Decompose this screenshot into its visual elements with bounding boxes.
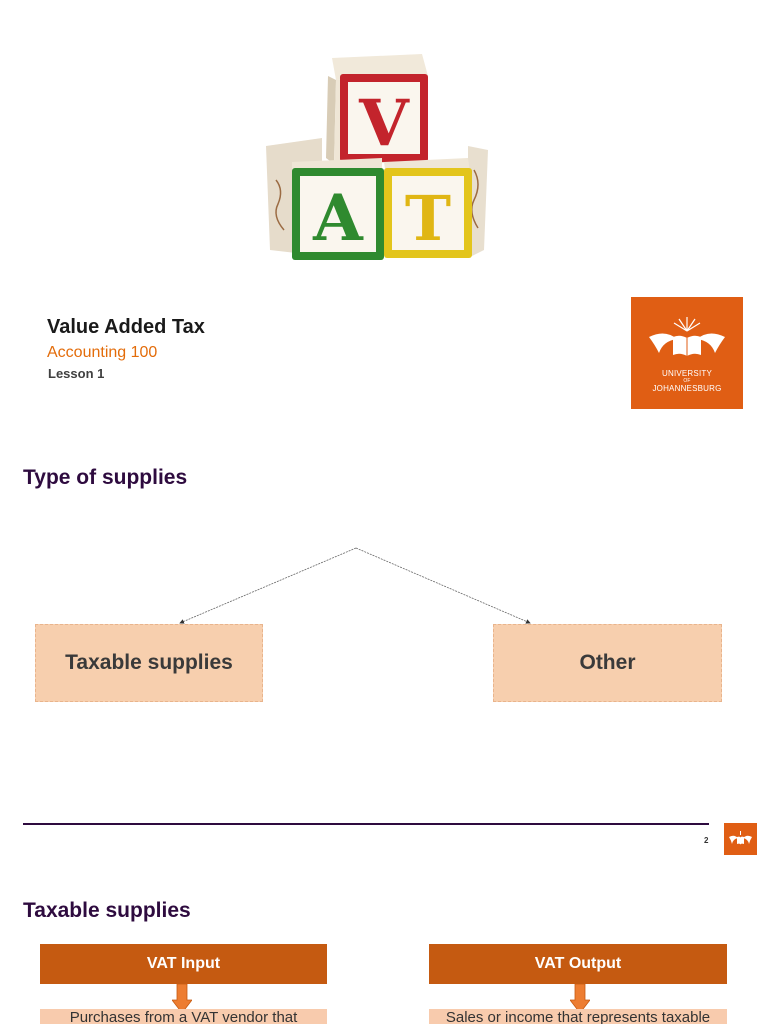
uj-emblem-icon bbox=[649, 317, 725, 356]
course-subtitle: Accounting 100 bbox=[47, 344, 158, 361]
taxable-supplies-label: Taxable supplies bbox=[65, 651, 233, 674]
block-letter-t: T bbox=[405, 182, 451, 255]
vat-input-description: Purchases from a VAT vendor that bbox=[40, 1009, 327, 1024]
slide-footer-divider bbox=[23, 823, 709, 825]
connector-right bbox=[355, 547, 531, 624]
vat-output-down-arrow-icon bbox=[570, 984, 590, 1014]
branch-connectors bbox=[179, 547, 531, 624]
block-letter-a: A bbox=[312, 181, 364, 256]
slide2-heading: Type of supplies bbox=[23, 466, 188, 489]
vat-output-description-text: Sales or income that represents taxable bbox=[445, 1009, 711, 1024]
logo-text-of: OF bbox=[683, 378, 691, 384]
vat-output-description: Sales or income that represents taxable bbox=[429, 1009, 727, 1024]
block-letter-v: V bbox=[358, 86, 410, 161]
connector-left bbox=[179, 547, 357, 624]
slide3-heading: Taxable supplies bbox=[23, 899, 191, 922]
presentation-title: Value Added Tax bbox=[47, 316, 205, 338]
vat-output-label: VAT Output bbox=[534, 955, 622, 972]
footer-logo bbox=[724, 823, 757, 855]
logo-text-university: UNIVERSITY bbox=[661, 369, 712, 378]
university-logo: UNIVERSITY OF JOHANNESBURG bbox=[631, 297, 743, 409]
block-t: T bbox=[384, 158, 472, 258]
vat-input-label: VAT Input bbox=[146, 955, 221, 972]
logo-text-johannesburg: JOHANNESBURG bbox=[652, 384, 722, 393]
block-a: A bbox=[292, 158, 384, 260]
other-supplies-box: Other bbox=[493, 624, 722, 702]
vat-input-description-text: Purchases from a VAT vendor that bbox=[69, 1009, 298, 1024]
vat-input-down-arrow-icon bbox=[172, 984, 192, 1014]
block-v: V bbox=[326, 54, 428, 164]
vat-blocks-image: V A T bbox=[266, 54, 488, 260]
vat-input-header: VAT Input bbox=[40, 944, 327, 984]
uj-emblem-small-icon bbox=[729, 831, 752, 845]
vat-output-header: VAT Output bbox=[429, 944, 727, 984]
taxable-supplies-box: Taxable supplies bbox=[35, 624, 263, 702]
page-number: 2 bbox=[704, 836, 709, 845]
block-back-right bbox=[468, 146, 488, 258]
lesson-label: Lesson 1 bbox=[48, 366, 105, 381]
other-supplies-label: Other bbox=[579, 651, 636, 674]
